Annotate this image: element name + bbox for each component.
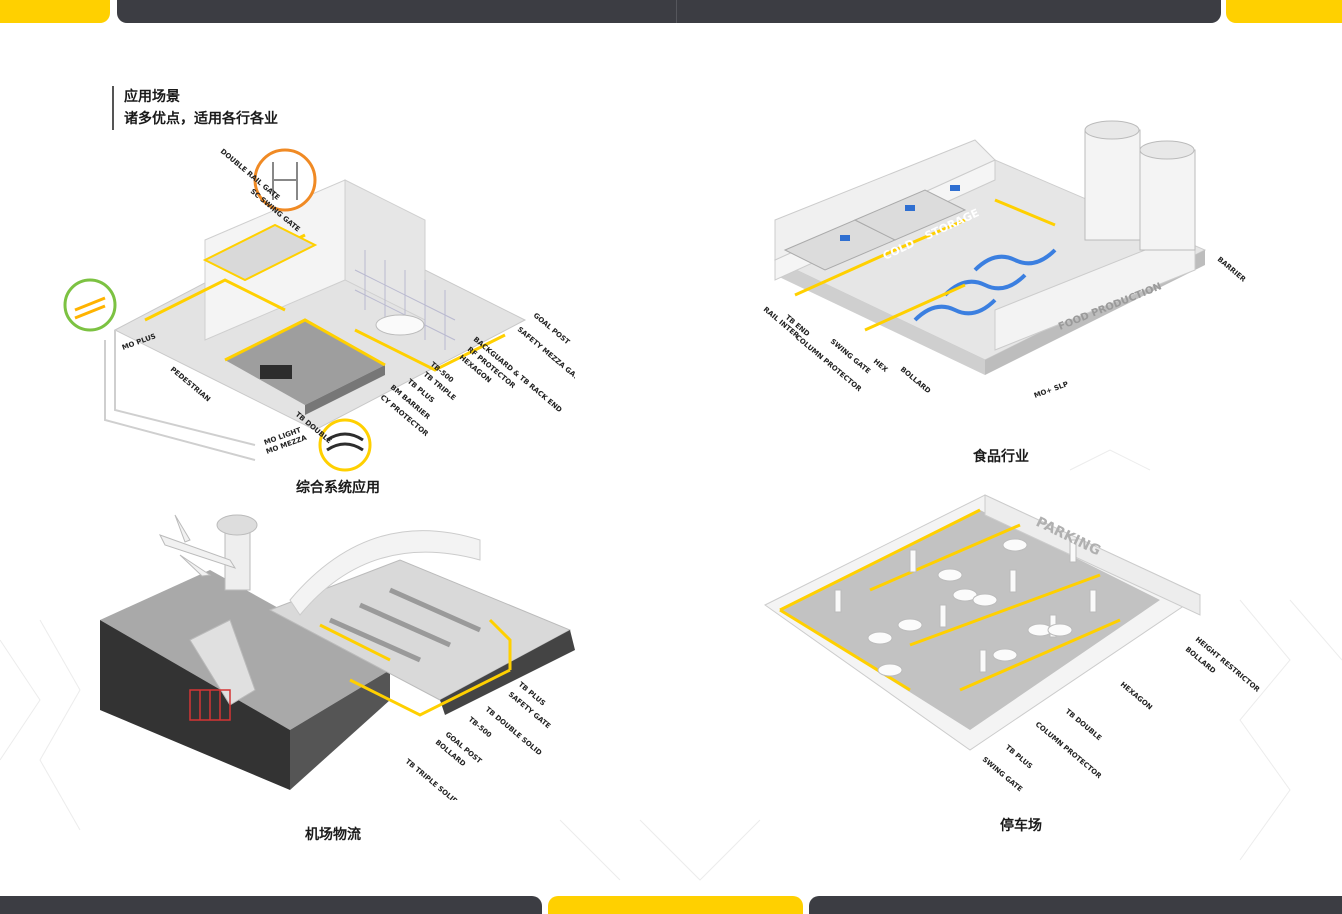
section-title: 应用场景: [124, 89, 180, 105]
bottom-center-accent: [548, 896, 803, 914]
label-tb-plus: TB PLUS: [1004, 743, 1034, 770]
airport-logistics-illustration: TB PLUS SAFETY GATE TB DOUBLE SOLID TB-5…: [100, 514, 575, 800]
label-swing-gate: SWING GATE: [981, 755, 1024, 793]
caption-parking: 停车场: [1000, 818, 1042, 834]
caption-food-industry: 食品行业: [973, 449, 1029, 465]
label-tb-double: TB DOUBLE: [1064, 707, 1103, 742]
bottom-right-bar: [809, 896, 1342, 914]
label-hexagon: HEXAGON: [1119, 680, 1154, 711]
label-tb-500: TB-500: [467, 715, 493, 739]
label-mo-plus: MO+ SLP: [1033, 380, 1069, 400]
label-barrier: BARRIER: [1216, 255, 1248, 284]
label-tb-triple-solid: TB TRIPLE SOLID: [404, 757, 460, 800]
caption-integrated-system: 综合系统应用: [296, 480, 380, 496]
caption-airport-logistics: 机场物流: [305, 827, 361, 843]
top-left-accent: [0, 0, 110, 23]
integrated-system-illustration: DOUBLE RAIL GATE SC SWING GATE GOAL POST…: [63, 147, 575, 472]
top-center-bar: [117, 0, 1221, 23]
top-bar-divider: [676, 0, 677, 23]
label-hex: HEX: [872, 357, 890, 374]
parking-illustration: PARKING HEIGHT RESTRICTOR BOLLARD HEXAGO…: [764, 494, 1262, 794]
bottom-left-bar: [0, 896, 542, 914]
section-heading: 应用场景 诸多优点，适用各行各业: [112, 86, 278, 130]
section-subtitle: 诸多优点，适用各行各业: [124, 111, 278, 127]
label-bollard: BOLLARD: [899, 365, 932, 395]
food-industry-illustration: COLD STORAGE FOOD PRODUCTION RAIL INTER …: [762, 120, 1248, 400]
top-right-accent: [1226, 0, 1342, 23]
